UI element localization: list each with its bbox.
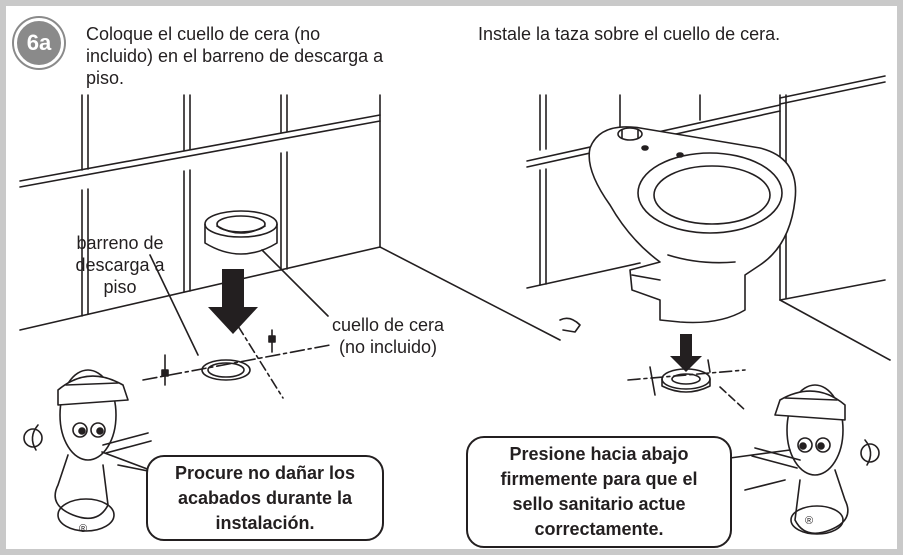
drain-flange: [142, 254, 331, 399]
drain-label: barreno de descarga a piso: [75, 233, 165, 297]
left-registered-mark: ®: [79, 523, 88, 535]
left-bubble-tail: [101, 451, 151, 471]
right-instruction: Instale la taza sobre el cuello de cera.: [478, 24, 781, 44]
left-arrow-down: [208, 269, 258, 334]
right-tip-bubble: Presione hacia abajo firmemente para que…: [466, 436, 732, 548]
right-bubble-tail: [729, 449, 791, 459]
left-wall-tiles: [19, 94, 561, 341]
toilet-drawing: [559, 126, 797, 333]
left-tip-bubble: Procure no dañar los acabados durante la…: [146, 455, 384, 541]
wax-ring-label: cuello de cera (no incluido): [331, 315, 445, 357]
right-wax-ring: [627, 359, 746, 411]
right-mascot: [744, 384, 880, 535]
wax-ring-drawing: [204, 210, 278, 255]
right-arrow-down: [670, 334, 702, 372]
step-badge: 6a: [14, 18, 64, 68]
right-registered-mark: ®: [805, 515, 814, 527]
left-instruction: Coloque el cuello de cera (no incluido) …: [86, 24, 384, 88]
left-mascot: [23, 369, 169, 532]
